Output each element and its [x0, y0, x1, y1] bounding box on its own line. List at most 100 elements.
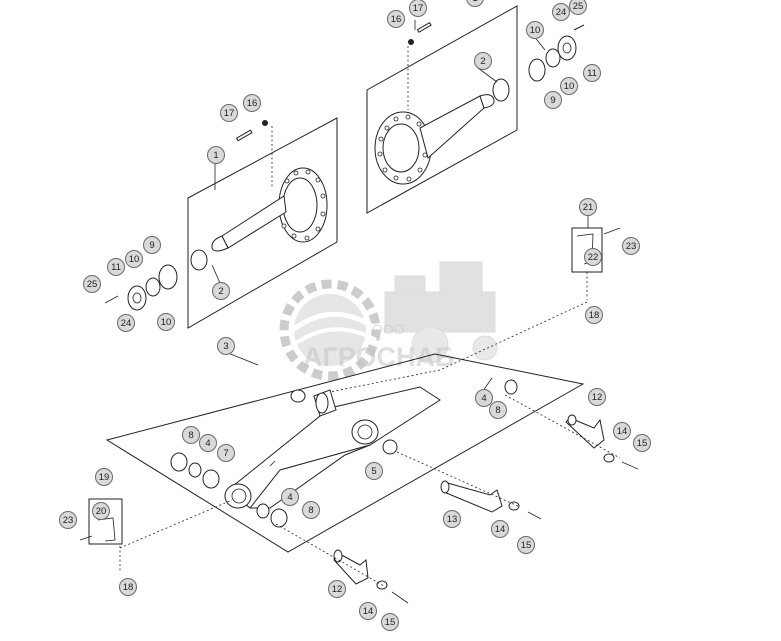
callout-11: 11	[107, 258, 125, 276]
callout-label: 24	[121, 318, 132, 329]
callout-label: 10	[530, 25, 541, 36]
callout-label: 12	[592, 392, 603, 403]
callout-label: 14	[495, 524, 506, 535]
callout-label: 2	[218, 286, 223, 297]
callout-label: 4	[205, 438, 210, 449]
callout-label: 22	[588, 252, 599, 263]
callout-15: 15	[633, 434, 651, 452]
callout-10: 10	[125, 250, 143, 268]
callout-label: 8	[188, 430, 193, 441]
callout-8: 8	[182, 426, 200, 444]
axle-bushings	[170, 379, 518, 528]
callout-label: 8	[495, 405, 500, 416]
callout-23: 23	[622, 237, 640, 255]
callout-label: 18	[123, 582, 134, 593]
callout-label: 14	[363, 606, 374, 617]
callout-21: 21	[579, 198, 597, 216]
callout-1: 1	[466, 0, 484, 7]
callout-label: 23	[63, 515, 74, 526]
callout-3: 3	[217, 337, 235, 355]
callout-label: 5	[371, 466, 376, 477]
callout-15: 15	[381, 613, 399, 631]
seal-ring	[492, 78, 510, 102]
callout-24: 24	[552, 3, 570, 21]
callout-label: 2	[480, 56, 485, 67]
callout-15: 15	[517, 536, 535, 554]
callout-label: 9	[149, 240, 154, 251]
callout-1: 1	[207, 146, 225, 164]
callout-16: 16	[243, 94, 261, 112]
callout-label: 16	[391, 14, 402, 25]
callout-19: 19	[95, 468, 113, 486]
callout-label: 8	[308, 505, 313, 516]
callout-5: 5	[365, 462, 383, 480]
callout-4: 4	[281, 488, 299, 506]
callout-label: 25	[87, 279, 98, 290]
callout-label: 15	[637, 438, 648, 449]
callout-label: 10	[129, 254, 140, 265]
leaders	[211, 0, 589, 399]
gear-icon	[279, 279, 381, 381]
callout-2: 2	[212, 282, 230, 300]
callout-label: 4	[481, 393, 486, 404]
callout-12: 12	[328, 580, 346, 598]
callout-18: 18	[585, 306, 603, 324]
harvester-icon	[384, 261, 498, 364]
agrosnab-watermark: ООО АГРОСНАБ	[279, 261, 498, 381]
callout-2: 2	[474, 52, 492, 70]
callout-14: 14	[613, 422, 631, 440]
callout-18: 18	[119, 578, 137, 596]
callout-label: 16	[247, 98, 258, 109]
callout-label: 25	[573, 1, 584, 12]
callout-label: 4	[287, 492, 292, 503]
callout-label: 20	[96, 506, 107, 517]
callout-label: 3	[223, 341, 228, 352]
bushing-upper	[290, 389, 337, 417]
callout-20: 20	[92, 502, 110, 520]
watermark-brand: АГРОСНАБ	[303, 342, 454, 372]
left-spindle	[211, 167, 328, 252]
left-hub-hardware	[104, 120, 268, 311]
hose-bracket-21	[571, 227, 621, 273]
callout-10: 10	[157, 313, 175, 331]
callout-25: 25	[569, 0, 587, 15]
callout-label: 19	[99, 472, 110, 483]
callout-9: 9	[544, 91, 562, 109]
callout-17: 17	[220, 104, 238, 122]
callout-10: 10	[526, 21, 544, 39]
callout-7: 7	[217, 444, 235, 462]
pivot-pin-12-upper	[565, 414, 639, 470]
callout-12: 12	[588, 388, 606, 406]
callout-label: 15	[385, 617, 396, 628]
callout-label: 10	[161, 317, 172, 328]
callout-label: 17	[413, 3, 424, 14]
callout-label: 14	[617, 426, 628, 437]
pivot-pin-13	[440, 480, 542, 520]
callout-label: 23	[626, 241, 637, 252]
callout-label: 18	[589, 310, 600, 321]
callout-10: 10	[560, 77, 578, 95]
callout-label: 13	[447, 514, 458, 525]
callout-4: 4	[199, 434, 217, 452]
left-spindle-panel	[187, 117, 338, 329]
callout-label: 1	[213, 150, 218, 161]
callout-label: 11	[111, 262, 121, 273]
callout-14: 14	[359, 602, 377, 620]
callout-24: 24	[117, 314, 135, 332]
swing-axle-body	[224, 386, 441, 509]
pivot-pin-12-lower	[333, 549, 409, 604]
callout-8: 8	[489, 401, 507, 419]
watermark-prefix: ООО	[372, 321, 405, 337]
callout-label: 17	[224, 108, 235, 119]
callout-label: 11	[587, 68, 597, 79]
axle-panel	[105, 353, 585, 553]
callout-label: 21	[583, 202, 594, 213]
seal-ring	[190, 249, 208, 271]
callout-label: 7	[223, 448, 228, 459]
right-spindle	[374, 94, 495, 185]
callout-8: 8	[302, 501, 320, 519]
callout-label: 24	[556, 7, 567, 18]
right-hub-hardware	[408, 21, 585, 82]
